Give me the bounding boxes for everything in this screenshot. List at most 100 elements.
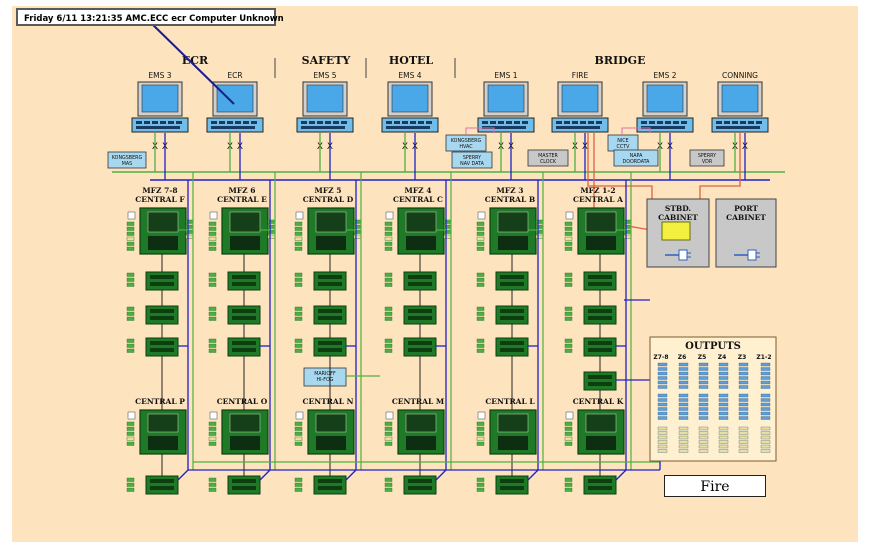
workstation-ems4[interactable]: EMS 4XX [381,71,439,152]
loop-module-mfz12[interactable] [583,305,617,325]
loop-module-a-extra[interactable] [583,371,617,391]
loop-module-mfz4[interactable] [403,337,437,357]
loop-module-mfz4[interactable] [403,305,437,325]
workstation-ems3[interactable]: EMS 3XX [131,71,189,152]
terminal-led [476,436,485,441]
monitor-screen [721,84,759,113]
loop-module-mfz5[interactable] [313,337,347,357]
cabinet-label-1: STBD. [665,204,691,213]
central-k[interactable]: CENTRAL K [565,397,625,455]
terminal-led [476,282,485,287]
workstation-ems5[interactable]: EMS 5XX [296,71,354,152]
output-led [760,407,771,411]
loop-module-mfz78[interactable] [145,337,179,357]
terminal-led [294,343,303,348]
network-link [615,469,627,481]
terminal-led [294,221,303,226]
terminal-led [384,221,393,226]
terminal-led [208,311,217,316]
output-led [738,385,749,389]
terminal-strip [476,338,485,353]
central-n[interactable]: CENTRAL N [295,397,355,455]
loop-module-l[interactable] [495,475,529,495]
outputs-title: OUTPUTS [685,341,741,352]
terminal-strip [185,219,194,239]
output-led [718,407,729,411]
output-led [698,407,709,411]
loop-module-mfz12[interactable] [583,337,617,357]
output-led [718,416,729,420]
monitor-screen [487,84,525,113]
module-slot [588,479,612,483]
module-slot [500,341,524,345]
loop-module [145,475,179,495]
terminal-led [564,231,573,236]
stbd-yellow-module[interactable] [661,221,691,241]
central-o[interactable]: CENTRAL O [209,397,269,455]
loop-module-m[interactable] [403,475,437,495]
module-slot [500,309,524,313]
terminal-led [564,311,573,316]
loop-module-mfz6[interactable] [227,337,261,357]
loop-module-mfz3[interactable] [495,337,529,357]
terminal-led [353,234,362,239]
workstation-ems1[interactable]: EMS 1XX [477,71,535,152]
terminal-led [126,477,135,482]
loop-module-mfz12[interactable] [583,271,617,291]
central-display [147,211,179,233]
workstation-ecr[interactable]: ECRXX [206,71,264,152]
workstation-label: EMS 3 [148,71,171,80]
fire-button[interactable]: Fire [664,475,766,497]
central-l[interactable]: CENTRAL L [477,397,537,455]
loop-module-n[interactable] [313,475,347,495]
terminal-led [384,316,393,321]
loop-module-k[interactable] [583,475,617,495]
loop-module-mfz3[interactable] [495,305,529,325]
loop-module-mfz78[interactable] [145,305,179,325]
loop-module-mfz6[interactable] [227,271,261,291]
loop-module-mfz6[interactable] [227,305,261,325]
terminal-led [208,348,217,353]
loop-module-p[interactable] [145,475,179,495]
terminal-led [443,224,452,229]
terminal-led [208,221,217,226]
group-label-ecr: ECR [182,54,209,67]
loop-module-mfz4[interactable] [403,271,437,291]
interface-label-2: NAV DATA [460,161,484,167]
printer-icon [477,211,486,220]
terminal-led [208,241,217,246]
output-led [718,402,729,407]
module-slot [408,282,432,286]
interface-label-2: MAS [122,161,132,167]
workstation-fire[interactable]: FIREXX [551,71,609,152]
key-icon [572,121,578,124]
central-name-label: CENTRAL D [303,195,354,204]
central-p[interactable]: CENTRAL P [127,397,187,455]
loop-module-mfz78[interactable] [145,271,179,291]
workstation-ems2[interactable]: EMS 2XX [636,71,694,152]
terminal-led [208,343,217,348]
loop-module-mfz5[interactable] [313,305,347,325]
central-m[interactable]: CENTRAL M [385,397,445,455]
module-slot [232,479,256,483]
loop-module-mfz5[interactable] [313,271,347,291]
loop-module-o[interactable] [227,475,261,495]
key-icon [716,126,760,129]
loop-module-mfz3[interactable] [495,271,529,291]
output-led [760,426,771,431]
